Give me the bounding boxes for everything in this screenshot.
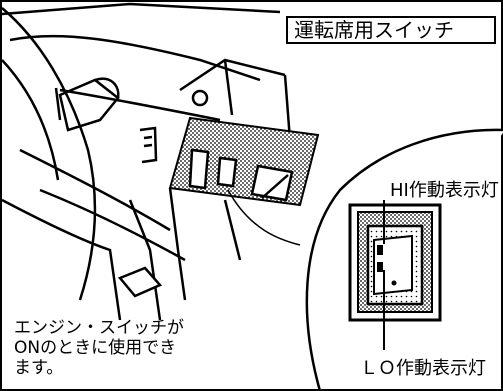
control-stalk xyxy=(54,77,120,132)
round-indicator xyxy=(191,89,209,107)
panel-switches xyxy=(188,148,294,202)
usage-note-line-2: ONのときに使用でき xyxy=(14,338,177,358)
lower-dashboard xyxy=(1,187,242,321)
leader-line xyxy=(227,189,301,246)
side-vent xyxy=(139,126,158,164)
pedal xyxy=(117,266,163,298)
steering-wheel xyxy=(1,7,186,301)
usage-note: エンジン・スイッチが ONのときに使用でき ます。 xyxy=(14,318,244,378)
title-box: 運転席用スイッチ xyxy=(286,16,496,44)
hi-indicator-label: HI作動表示灯 xyxy=(390,180,499,201)
lo-indicator-label: ＬＯ作動表示灯 xyxy=(360,358,486,379)
usage-note-line-1: エンジン・スイッチが xyxy=(14,318,184,338)
dashboard-outline xyxy=(1,2,292,141)
zoom-switch-marks xyxy=(377,245,397,286)
usage-note-line-3: ます。 xyxy=(14,358,64,378)
